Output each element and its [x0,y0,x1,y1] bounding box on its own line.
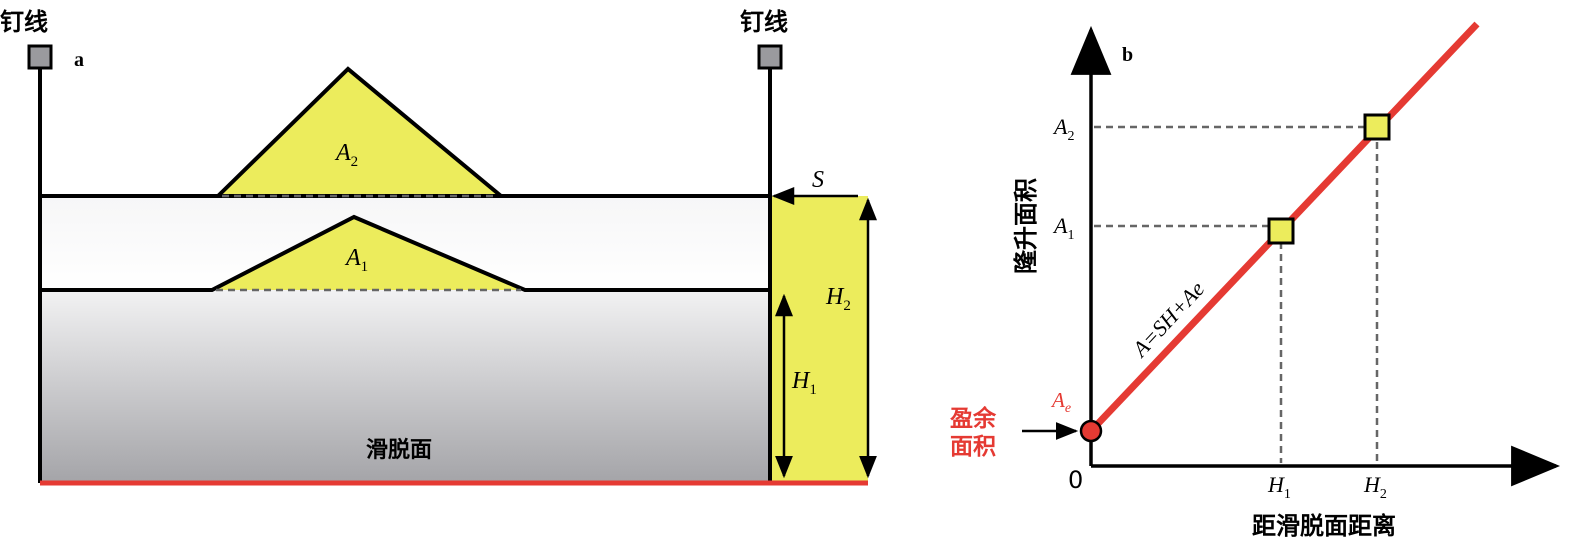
x-tick-h2: H2 [1363,472,1387,502]
intercept-label: Ae [1050,388,1071,416]
data-point-1 [1267,217,1295,245]
panel-b: b A2 A1 隆升面积 H1 H2 距滑脱面距离 0 A=SH+Ae Ae 盈… [949,21,1561,540]
uplift-area-2 [213,66,507,198]
y-axis-label: 隆升面积 [1012,178,1040,274]
y-tick-a2: A2 [1052,114,1074,144]
shortening-label: S [812,167,824,193]
uplift-area-1 [212,217,525,290]
y-tick-a1: A1 [1052,213,1074,243]
pin-label-right: 钉线 [740,8,788,36]
data-point-2 [1363,113,1391,141]
lower-layer [40,290,770,483]
pin-left-marker [27,44,53,70]
pin-right-marker [757,44,783,70]
pin-label-left: 钉线 [0,8,48,36]
panel-a-label: a [74,49,84,71]
detachment-label: 滑脱面 [366,438,432,463]
panel-a: 钉线 钉线 a A2 A1 S H2 H1 滑脱面 [0,8,877,486]
panel-b-label: b [1122,44,1133,66]
excess-area-label-line2: 面积 [950,434,996,460]
uplift-area-1-outline [40,214,795,292]
intercept-point [1079,419,1103,443]
excess-area-label-line1: 盈余 [949,405,997,432]
x-tick-h1: H1 [1267,472,1291,502]
height-1-label: H1 [791,368,817,398]
area-2-label: A2 [334,140,358,170]
area-1-label: A1 [344,245,368,275]
origin-label: 0 [1068,466,1083,494]
height-2-label: H2 [825,284,851,314]
x-axis-label: 距滑脱面距离 [1252,512,1396,540]
